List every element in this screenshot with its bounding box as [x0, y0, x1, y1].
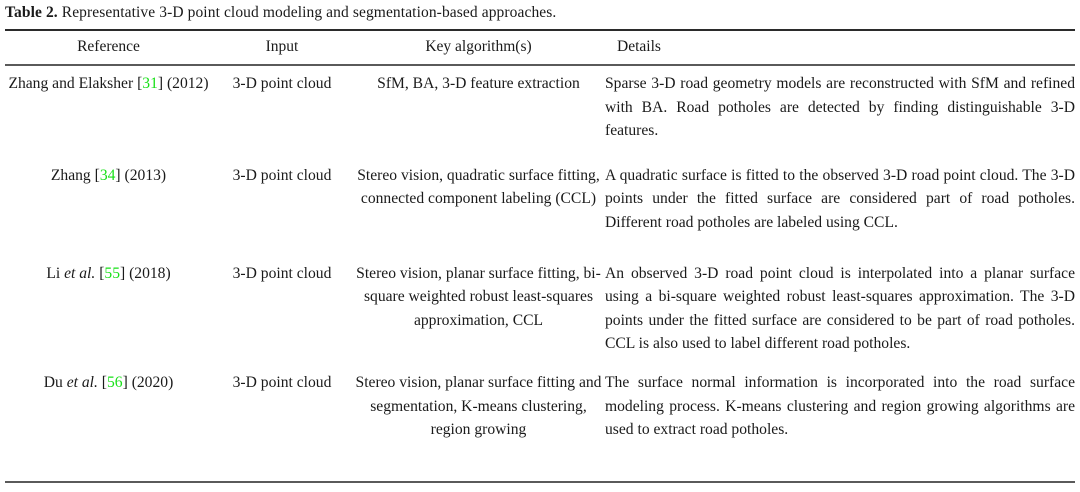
reference-citation[interactable]: [31] — [137, 75, 163, 92]
citation-number[interactable]: 34 — [99, 166, 116, 184]
cell-details: A quadratic surface is fitted to the obs… — [605, 155, 1075, 235]
cell-input: 3-D point cloud — [232, 166, 332, 184]
table-top-rule — [5, 29, 1075, 32]
cell-input: 3-D point cloud — [232, 373, 332, 391]
reference-author: Du — [43, 373, 63, 391]
table-row: Du et al. [56] (2020) 3-D point cloud St… — [5, 362, 1075, 442]
citation-number[interactable]: 56 — [106, 373, 123, 391]
bracket-close: ] — [115, 166, 121, 184]
cell-algorithm: Stereo vision, planar surface fitting an… — [355, 373, 602, 439]
details-text: The surface normal information is incorp… — [605, 373, 1075, 439]
reference-year: (2013) — [124, 166, 167, 184]
reference-author: Zhang and Elaksher — [8, 75, 134, 92]
reference-etal: et al. — [64, 264, 96, 282]
caption-label: Table 2. — [5, 4, 58, 21]
reference-citation[interactable]: [34] — [95, 167, 121, 184]
column-header-algorithm: Key algorithm(s) — [425, 38, 532, 55]
column-header-input: Input — [265, 38, 299, 55]
reference-year: (2020) — [131, 373, 174, 391]
reference-author: Li — [46, 264, 61, 282]
details-text: A quadratic surface is fitted to the obs… — [605, 166, 1075, 231]
bracket-open: [ — [99, 264, 105, 282]
table-body: Zhang and Elaksher [31] (2012) 3-D point… — [5, 64, 1075, 442]
cell-reference: Zhang and Elaksher [31] (2012) — [5, 64, 212, 143]
cell-reference: Li et al. [55] (2018) — [5, 253, 212, 356]
bracket-open: [ — [94, 166, 100, 184]
cell-details: Sparse 3-D road geometry models are reco… — [605, 64, 1075, 143]
cell-details: The surface normal information is incorp… — [605, 362, 1075, 442]
reference-citation[interactable]: [55] — [99, 265, 125, 282]
table-header-row: Reference Input Key algorithm(s) Details — [5, 36, 1075, 64]
bracket-open: [ — [137, 75, 143, 92]
details-text: An observed 3-D road point cloud is inte… — [605, 264, 1075, 353]
details-text: Sparse 3-D road geometry models are reco… — [605, 75, 1075, 140]
row-spacer-cell — [5, 235, 1075, 253]
citation-number[interactable]: 31 — [142, 75, 158, 92]
row-spacer — [5, 235, 1075, 253]
cell-input: 3-D point cloud — [232, 264, 332, 282]
table-row: Li et al. [55] (2018) 3-D point cloud St… — [5, 253, 1075, 356]
bracket-close: ] — [119, 264, 126, 282]
table-caption: Table 2. Representative 3-D point cloud … — [5, 3, 1075, 23]
row-spacer-cell — [5, 143, 1075, 155]
table-bottom-rule — [5, 481, 1075, 484]
table-row: Zhang and Elaksher [31] (2012) 3-D point… — [5, 64, 1075, 143]
table-head: Reference Input Key algorithm(s) Details — [5, 36, 1075, 64]
cell-details: An observed 3-D road point cloud is inte… — [605, 253, 1075, 356]
reference-etal: et al. — [66, 373, 98, 391]
column-header-reference: Reference — [77, 38, 140, 55]
cell-algorithm: Stereo vision, planar surface fitting, b… — [356, 264, 601, 329]
approaches-table: Reference Input Key algorithm(s) Details… — [5, 36, 1075, 442]
table-header-rule — [5, 64, 1075, 66]
caption-text: Representative 3-D point cloud modeling … — [57, 4, 557, 21]
column-header-details: Details — [617, 38, 661, 55]
cell-reference: Du et al. [56] (2020) — [5, 362, 212, 442]
cell-reference: Zhang [34] (2013) — [5, 155, 212, 235]
bracket-close: ] — [157, 75, 164, 92]
reference-citation[interactable]: [56] — [102, 374, 128, 391]
reference-year: (2012) — [166, 75, 209, 92]
citation-number[interactable]: 55 — [104, 264, 120, 282]
cell-algorithm: Stereo vision, quadratic surface fitting… — [357, 166, 600, 208]
cell-input: 3-D point cloud — [232, 75, 332, 92]
row-spacer — [5, 143, 1075, 155]
reference-year: (2018) — [129, 264, 171, 282]
table-row: Zhang [34] (2013) 3-D point cloud Stereo… — [5, 155, 1075, 235]
bracket-close: ] — [122, 373, 128, 391]
bracket-open: [ — [101, 373, 107, 391]
cell-algorithm: SfM, BA, 3-D feature extraction — [377, 75, 580, 92]
reference-author: Zhang — [50, 166, 91, 184]
